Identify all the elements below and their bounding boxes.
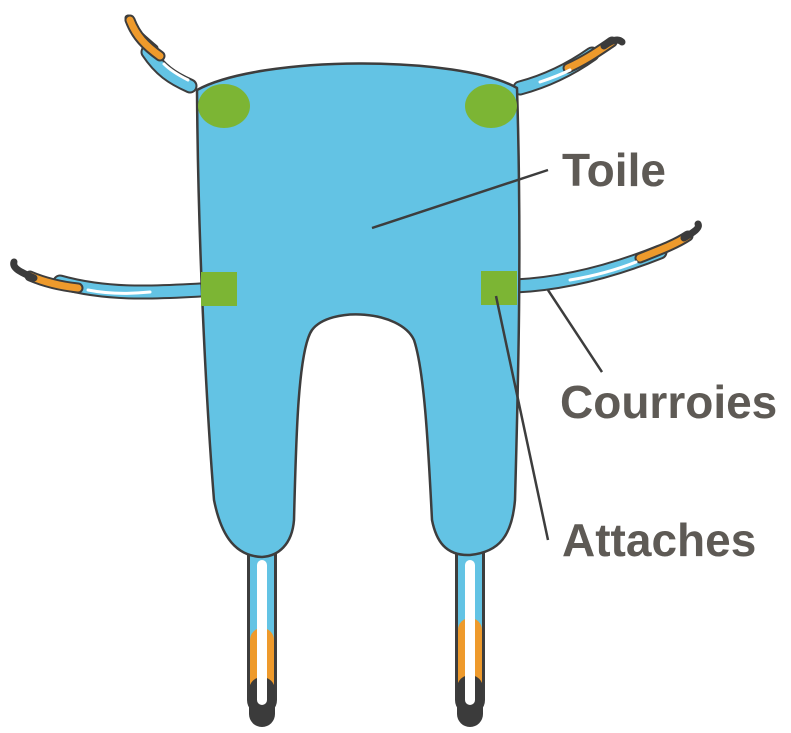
strap-mid-right bbox=[515, 224, 698, 286]
sling-fabric-body bbox=[197, 63, 519, 557]
label-straps: Courroies bbox=[560, 376, 777, 428]
label-attachments: Attaches bbox=[562, 514, 756, 566]
attachment-top-right bbox=[465, 84, 517, 128]
attachment-mid-left bbox=[201, 272, 237, 306]
strap-top-left bbox=[128, 18, 190, 86]
strap-mid-left bbox=[14, 262, 200, 293]
attachment-top-left bbox=[198, 84, 250, 128]
strap-top-right bbox=[520, 40, 622, 88]
label-canvas: Toile bbox=[562, 144, 666, 196]
leader-line-straps bbox=[548, 290, 602, 372]
attachment-mid-right bbox=[481, 271, 517, 305]
